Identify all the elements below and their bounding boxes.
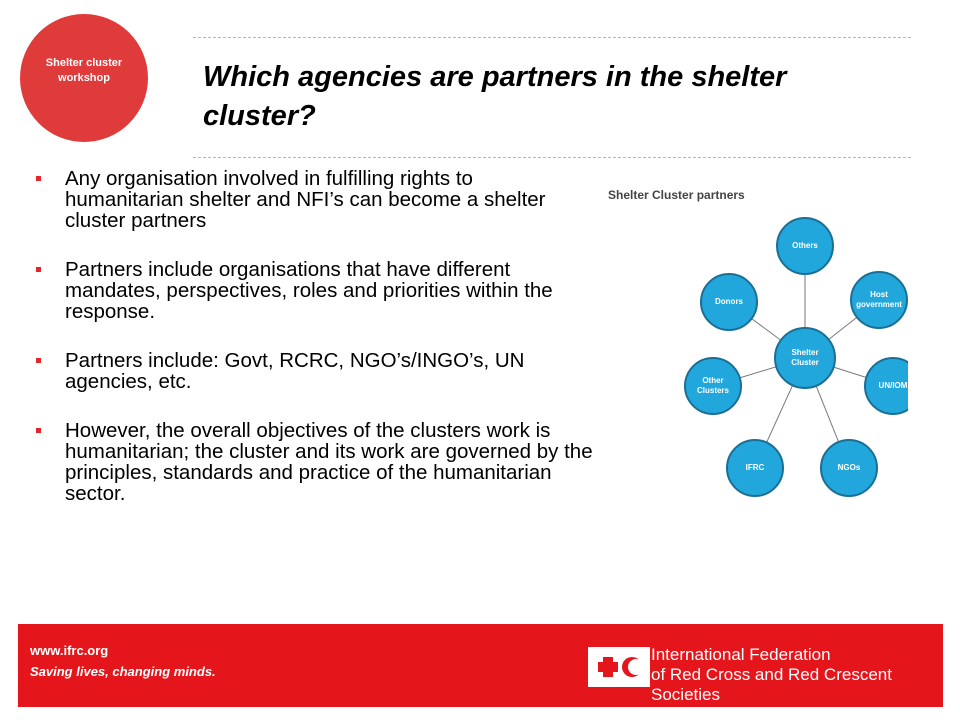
bullet-item: Partners include: Govt, RCRC, NGO’s/INGO… (36, 350, 596, 392)
square-bullet-icon (36, 267, 41, 272)
partner-node (850, 271, 908, 329)
partner-node (820, 439, 878, 497)
header-divider-top (193, 37, 911, 38)
partner-node-label: Other (702, 376, 723, 385)
center-node-label: Cluster (791, 358, 819, 367)
partner-node (776, 217, 834, 275)
square-bullet-icon (36, 176, 41, 181)
bullet-text: Any organisation involved in fulfilling … (65, 167, 546, 232)
bullet-item: Partners include organisations that have… (36, 259, 596, 322)
organization-name-line2: of Red Cross and Red Crescent Societies (651, 665, 892, 704)
footer-bar: www.ifrc.org Saving lives, changing mind… (18, 624, 943, 707)
footer-slogan: Saving lives, changing minds. (30, 664, 216, 679)
workshop-badge-label: Shelter cluster workshop (45, 57, 123, 84)
slide-title: Which agencies are partners in the shelt… (203, 61, 787, 132)
partner-node (684, 357, 742, 415)
partner-node-label: government (856, 300, 902, 309)
organization-name-line1: International Federation (651, 645, 831, 664)
partner-node-label: UN/IOM (879, 381, 908, 390)
bullet-item: Any organisation involved in fulfilling … (36, 168, 596, 231)
footer-url: www.ifrc.org (30, 643, 109, 658)
partner-node-label: Donors (715, 297, 744, 306)
square-bullet-icon (36, 428, 41, 433)
header-divider-bottom (193, 157, 911, 158)
center-node (774, 327, 836, 389)
bullet-text: Partners include: Govt, RCRC, NGO’s/INGO… (65, 349, 525, 393)
workshop-badge: Shelter cluster workshop (20, 14, 148, 142)
partner-node-label: Host (870, 290, 888, 299)
bullet-list: Any organisation involved in fulfilling … (36, 168, 596, 532)
bullet-item: However, the overall objectives of the c… (36, 420, 596, 504)
partner-node (726, 439, 784, 497)
partner-node-label: NGOs (838, 463, 861, 472)
partner-node-label: IFRC (746, 463, 765, 472)
center-node-label: Shelter (791, 348, 818, 357)
partner-node-label: Others (792, 241, 818, 250)
diagram-title: Shelter Cluster partners (608, 188, 745, 202)
bullet-text: However, the overall objectives of the c… (65, 419, 593, 505)
partner-node-label: Clusters (697, 386, 730, 395)
red-cross-crescent-icon (588, 647, 650, 687)
organization-name: International Federation of Red Cross an… (651, 645, 943, 705)
partner-node (700, 273, 758, 331)
bullet-text: Partners include organisations that have… (65, 258, 553, 323)
square-bullet-icon (36, 358, 41, 363)
partner-node (864, 357, 908, 415)
